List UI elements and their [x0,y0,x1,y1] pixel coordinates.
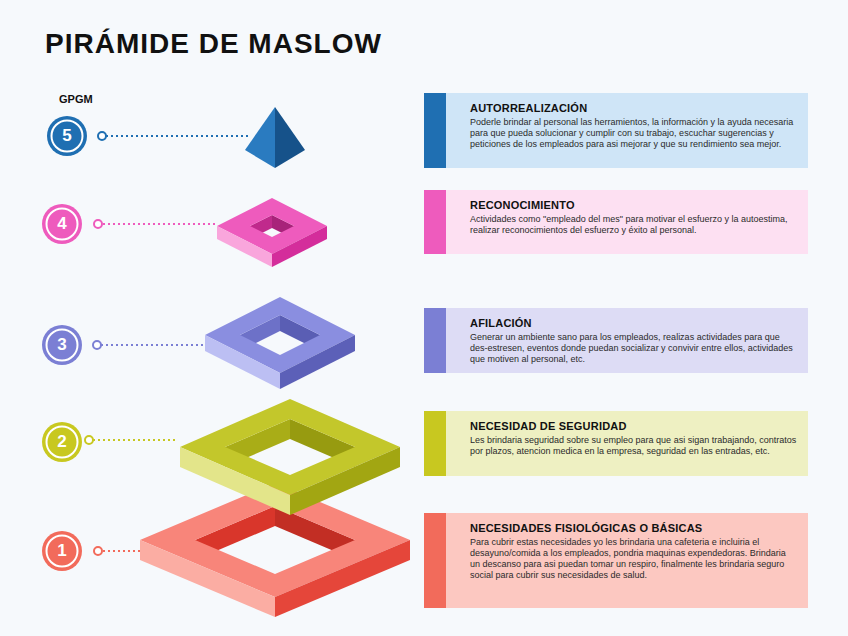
callout-number: 4 [47,214,77,234]
level-box: NECESIDAD DE SEGURIDAD Les brindaria segu… [424,411,808,476]
leader-line [93,439,178,441]
level-description: Les brindaria seguridad sobre su empleo … [470,435,798,457]
pyramid-level-4 [217,198,327,267]
level-description: Poderle brindar al personal las herramie… [470,117,798,150]
brand-label: GPGM [59,93,93,105]
leader-line [103,223,215,225]
callout-number: 1 [47,541,77,561]
callout-number: 2 [47,432,77,452]
level-box: AFILACIÓN Generar un ambiente sano para l… [424,308,808,373]
pyramid-top [245,107,305,168]
level-heading: AFILACIÓN [470,317,798,329]
level-description: Generar un ambiente sano para los emplea… [470,332,798,365]
level-description: Actividades como "empleado del mes" para… [470,214,798,236]
level-box: RECONOCIMIENTO Actividades como "empleado… [424,190,808,254]
pyramid-level-2 [180,399,400,515]
level-heading: NECESIDAD DE SEGURIDAD [470,420,798,432]
level-heading: RECONOCIMIENTO [470,199,798,211]
number-circles [42,116,106,571]
leader-line [106,135,248,137]
callout-number: 3 [47,335,77,355]
leader-line [101,344,203,346]
page-title: PIRÁMIDE DE MASLOW [45,28,382,60]
pyramid-level-3 [205,297,355,389]
level-heading: NECESIDADES FISIOLÓGICAS O BÁSICAS [470,522,798,534]
level-box: NECESIDADES FISIOLÓGICAS O BÁSICAS Para c… [424,513,808,608]
callout-number: 5 [52,126,82,146]
level-box: AUTORREALIZACIÓN Poderle brindar al perso… [424,93,808,168]
level-description: Para cubrir estas necesidades yo les bri… [470,537,798,581]
level-heading: AUTORREALIZACIÓN [470,102,798,114]
